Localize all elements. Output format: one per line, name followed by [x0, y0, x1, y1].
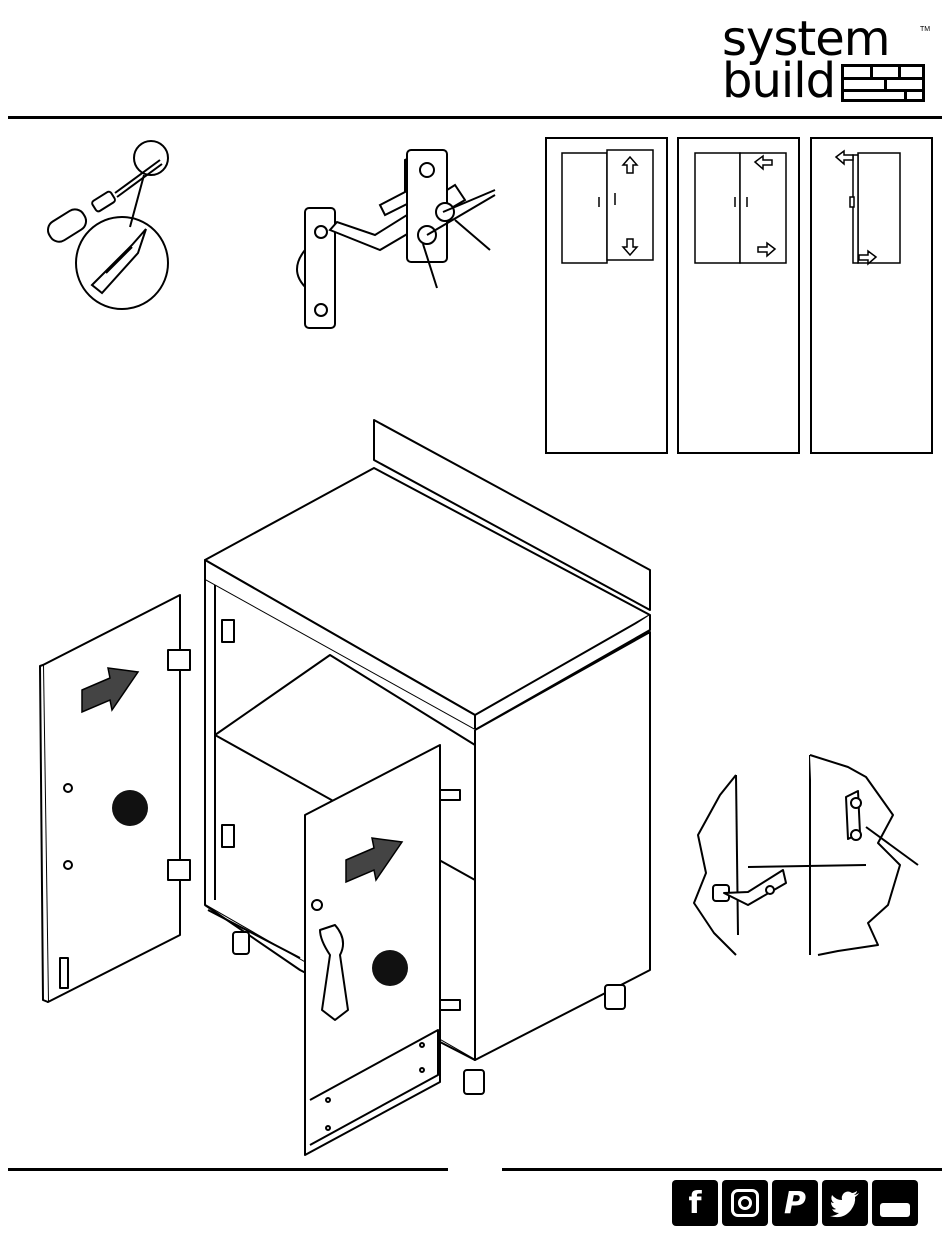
brand-logo: system build TM — [722, 18, 932, 110]
adjust-panel-depth-drawing — [810, 137, 933, 454]
brand-bricks-icon — [841, 64, 925, 102]
hinge-detail-illustration — [688, 755, 943, 965]
marker-dot-left-door — [112, 790, 148, 826]
youtube-icon[interactable] — [872, 1180, 918, 1226]
screwdriver-illustration — [20, 135, 180, 320]
hinge-illustration — [285, 140, 505, 340]
marker-dot-right-door — [372, 950, 408, 986]
twitter-icon[interactable] — [822, 1180, 868, 1226]
brand-line-2: build — [722, 60, 835, 102]
adjust-panel-horizontal-drawing — [677, 137, 800, 454]
header-rule — [8, 116, 942, 119]
facebook-icon[interactable]: f — [672, 1180, 718, 1226]
adjust-panel-vertical-drawing — [545, 137, 668, 454]
trademark-mark: TM — [920, 26, 930, 33]
cabinet-illustration — [30, 410, 670, 1170]
instagram-icon[interactable] — [722, 1180, 768, 1226]
arrow-left-icon — [836, 151, 853, 164]
social-links: f P — [672, 1180, 918, 1226]
footer-rule-right — [502, 1168, 942, 1171]
footer-rule-left — [8, 1168, 448, 1171]
pinterest-icon[interactable]: P — [772, 1180, 818, 1226]
